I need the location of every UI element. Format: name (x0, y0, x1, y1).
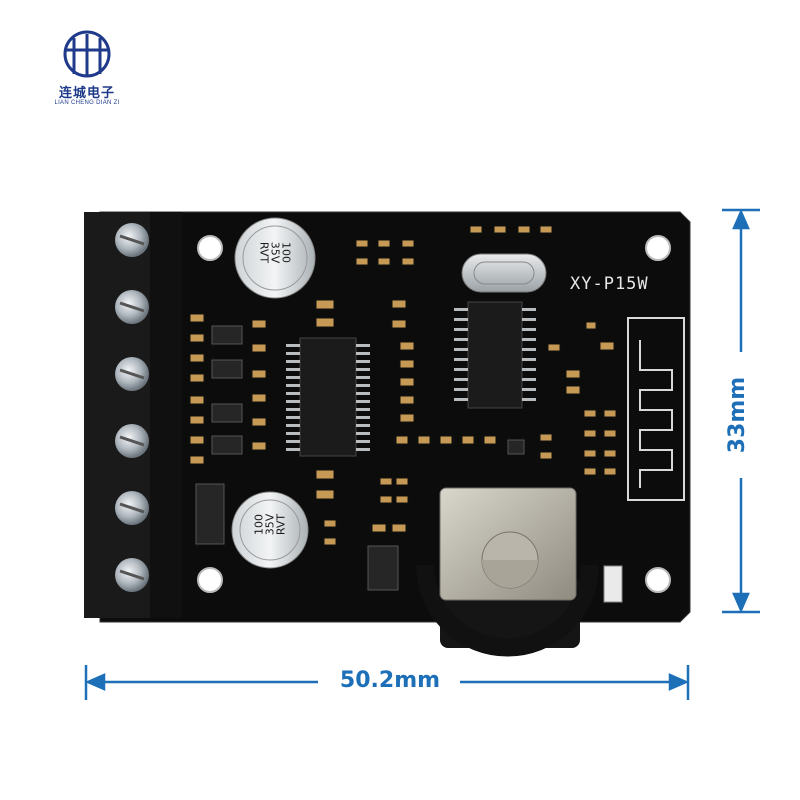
dark-smd-parts (195, 325, 525, 591)
capacitor-top (234, 217, 316, 299)
cap-top-series: RVT (257, 241, 271, 264)
capacitor-bottom (231, 491, 309, 569)
terminal-block (84, 212, 182, 618)
logo-chinese-name: 连城电子 (58, 85, 115, 100)
cap-top-value: 100 (279, 242, 293, 263)
amplifier-chip (286, 337, 370, 457)
brand-logo: 连城电子 LIAN CHENG DIAN ZI (32, 30, 142, 110)
capacitor-top-label: 100 35V RVT (257, 233, 293, 273)
smd-components (189, 225, 617, 546)
logo-english-name: LIAN CHENG DIAN ZI (54, 100, 120, 106)
board-model-label: XY-P15W (570, 274, 649, 294)
cap-bottom-series: RVT (274, 513, 288, 536)
terminal-screws (115, 223, 149, 592)
cap-top-voltage: 35V (268, 241, 282, 264)
height-dimension-label: 33mm (725, 376, 750, 454)
dimension-height (722, 208, 760, 614)
mounting-holes (197, 235, 671, 593)
status-led (603, 565, 623, 603)
crystal-oscillator (461, 253, 547, 293)
bluetooth-chip (454, 301, 536, 409)
width-dimension-label: 50.2mm (339, 668, 441, 693)
dimension-width (84, 665, 690, 700)
volume-knob (416, 487, 599, 657)
pcb-antenna (627, 317, 685, 501)
capacitor-bottom-label: 100 35V RVT (253, 505, 288, 545)
logo-mark-icon (63, 30, 111, 78)
